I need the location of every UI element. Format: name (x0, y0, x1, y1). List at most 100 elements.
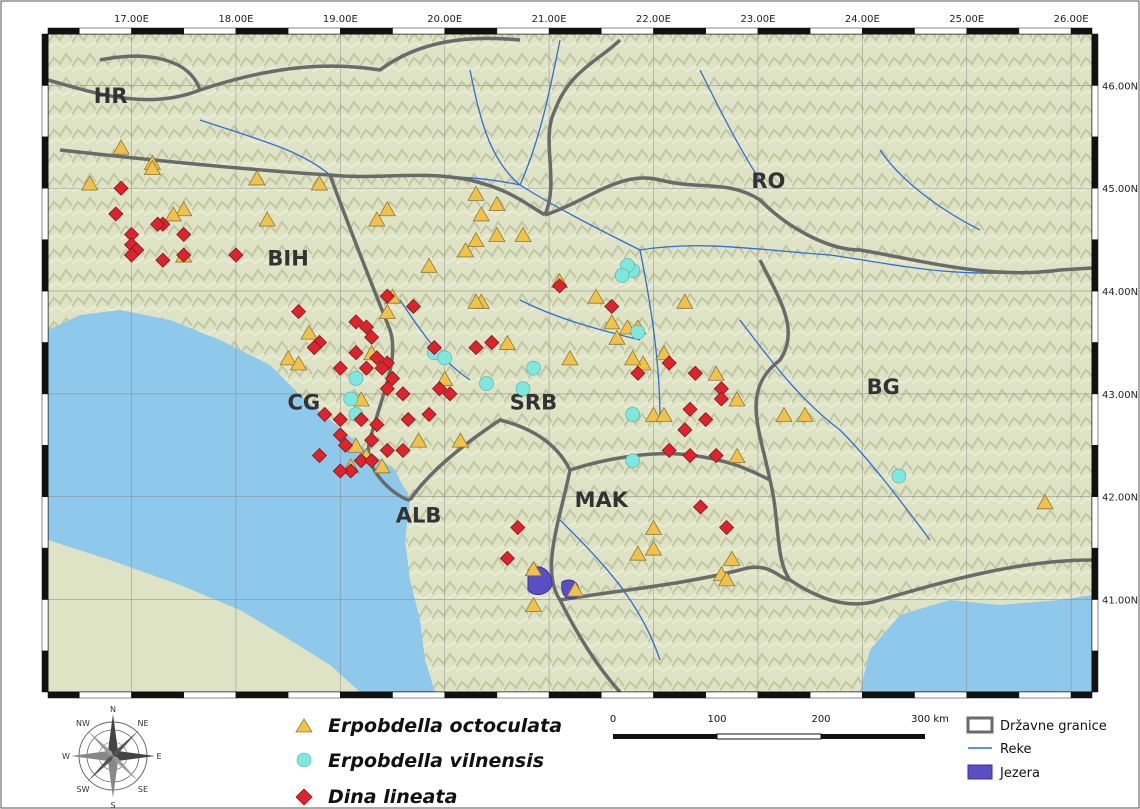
lon-tick-label: 23.00E (740, 14, 775, 25)
lineata-point (113, 180, 129, 196)
lineata-point (353, 411, 369, 428)
country-label: RO (751, 169, 785, 193)
lineata-point (332, 463, 348, 479)
octoculata-point (378, 200, 396, 217)
lineata-point (150, 216, 166, 232)
lineata-point (442, 386, 458, 402)
compass-n: N (110, 705, 116, 714)
lineata-point (677, 422, 693, 438)
lineata-point (348, 314, 364, 330)
frame-bar-right (1091, 85, 1099, 138)
frame-bar-bottom (862, 691, 915, 699)
lineata-point (155, 252, 171, 268)
lineata-point (719, 519, 735, 536)
octoculata-point (524, 596, 543, 613)
octoculata-point (728, 447, 746, 463)
frame-bar-top (705, 27, 759, 35)
lat-tick-label: 43.00N (1102, 390, 1138, 401)
scale-tick-200: 200 (811, 714, 830, 725)
frame-bar-top (496, 27, 550, 35)
octoculata-point (310, 175, 329, 191)
lineata-point (713, 391, 729, 407)
vilnensis-point (526, 360, 541, 376)
frame-bar-bottom (444, 691, 498, 699)
scale-tick-300: 300 km (911, 714, 949, 725)
lat-tick-label: 44.00N (1102, 287, 1138, 298)
lineata-point (484, 334, 500, 351)
country-label: CG (287, 390, 320, 414)
octoculata-point (248, 170, 266, 186)
legend-diamond-icon (295, 788, 313, 806)
frame-bar-right (1091, 547, 1099, 600)
frame-bar-right (1091, 33, 1099, 86)
frame-bar-top (131, 27, 184, 35)
scale-tick-100: 100 (707, 714, 726, 725)
octoculata-point (561, 350, 579, 366)
octoculata-point (514, 226, 532, 242)
octoculata-point (175, 200, 193, 217)
lineata-point (332, 427, 348, 443)
legend-lakes-label: Jezera (999, 766, 1040, 781)
lineata-point (421, 406, 437, 422)
scale-tick-0: 0 (610, 714, 616, 725)
lineata-point (682, 401, 698, 417)
frame-bar-right (1091, 445, 1099, 497)
lineata-point (343, 463, 359, 479)
frame-bar-bottom (914, 691, 967, 699)
frame-bar-top (862, 27, 915, 35)
frame-bar-bottom (79, 691, 132, 699)
frame-bar-top (183, 27, 237, 35)
frame-bar-left (41, 393, 49, 446)
lineata-point (364, 453, 380, 469)
aegean-sea (860, 595, 1092, 692)
lineata-point (708, 447, 724, 464)
vilnensis-point (630, 324, 646, 340)
lineata-point (358, 319, 374, 335)
compass-nw: NW (76, 719, 90, 728)
lineata-point (337, 437, 354, 453)
country-label: BG (867, 375, 900, 399)
frame-bar-top (287, 27, 341, 35)
lineata-point (661, 442, 677, 458)
frame-bar-top (79, 27, 132, 35)
octoculata-point (728, 391, 746, 407)
frame-bar-bottom (1070, 691, 1093, 699)
frame-bar-bottom (809, 691, 863, 699)
frame-bar-top (914, 27, 967, 35)
octoculata-point (258, 211, 276, 227)
legend-border-icon (966, 716, 994, 734)
compass-s: S (110, 801, 115, 809)
octoculata-point (566, 581, 584, 597)
octoculata-point (112, 139, 130, 155)
octoculata-point (623, 350, 642, 366)
octoculata-point (603, 314, 621, 330)
coast-islands (95, 340, 200, 378)
octoculata-point (143, 159, 162, 176)
frame-bar-left (41, 547, 49, 600)
legend-borders-label: Državne granice (1000, 719, 1107, 734)
lat-tick-label: 42.00N (1102, 493, 1138, 504)
compass-w: W (62, 752, 70, 761)
lineata-point (379, 442, 395, 458)
lineata-point (682, 447, 698, 464)
lineata-point (431, 381, 448, 397)
lineata-point (317, 406, 333, 422)
lineata-point (468, 340, 484, 356)
legend-vilnensis-label: Erpobdella vilnensis (328, 750, 544, 772)
lineata-point (510, 519, 526, 536)
vilnensis-point (625, 453, 640, 468)
frame-bar-bottom (1018, 691, 1072, 699)
frame-bar-left (41, 342, 49, 395)
lineata-point (379, 381, 395, 397)
vilnensis-point (437, 350, 453, 366)
octoculata-point (587, 288, 605, 304)
octoculata-point (467, 185, 485, 201)
octoculata-point (488, 195, 506, 212)
lineata-point (364, 432, 380, 448)
frame-bar-right (1091, 136, 1099, 189)
lon-tick-label: 24.00E (845, 14, 880, 25)
lineata-point (630, 365, 646, 381)
vilnensis-point (479, 376, 494, 391)
frame-bar-right (1091, 342, 1099, 395)
